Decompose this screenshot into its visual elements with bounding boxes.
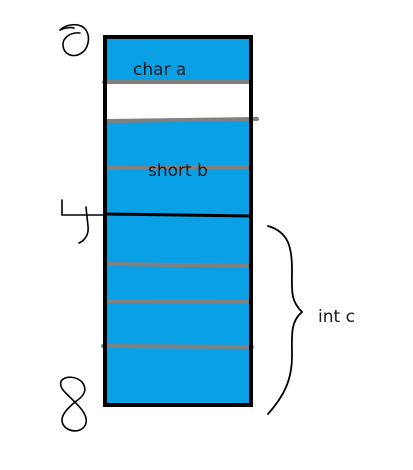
int-c-label: int c — [318, 307, 355, 327]
char-a-label: char a — [133, 60, 186, 80]
short-b-label: short b — [148, 161, 208, 181]
byte-divider — [101, 344, 254, 349]
byte-divider — [104, 165, 252, 170]
int-c-brace — [267, 225, 304, 415]
offset-0-marker — [59, 23, 90, 57]
byte-divider — [104, 262, 251, 268]
memory-block-outline — [103, 35, 253, 407]
int-c-region — [105, 215, 251, 404]
word-boundary-line — [104, 212, 252, 218]
char-a-region — [105, 38, 251, 84]
byte-divider — [103, 299, 253, 304]
offset-8-marker — [59, 376, 88, 432]
byte-divider — [104, 117, 259, 123]
padding-region — [105, 84, 251, 120]
offset-4-marker — [61, 199, 105, 244]
byte-dividers — [101, 80, 259, 349]
